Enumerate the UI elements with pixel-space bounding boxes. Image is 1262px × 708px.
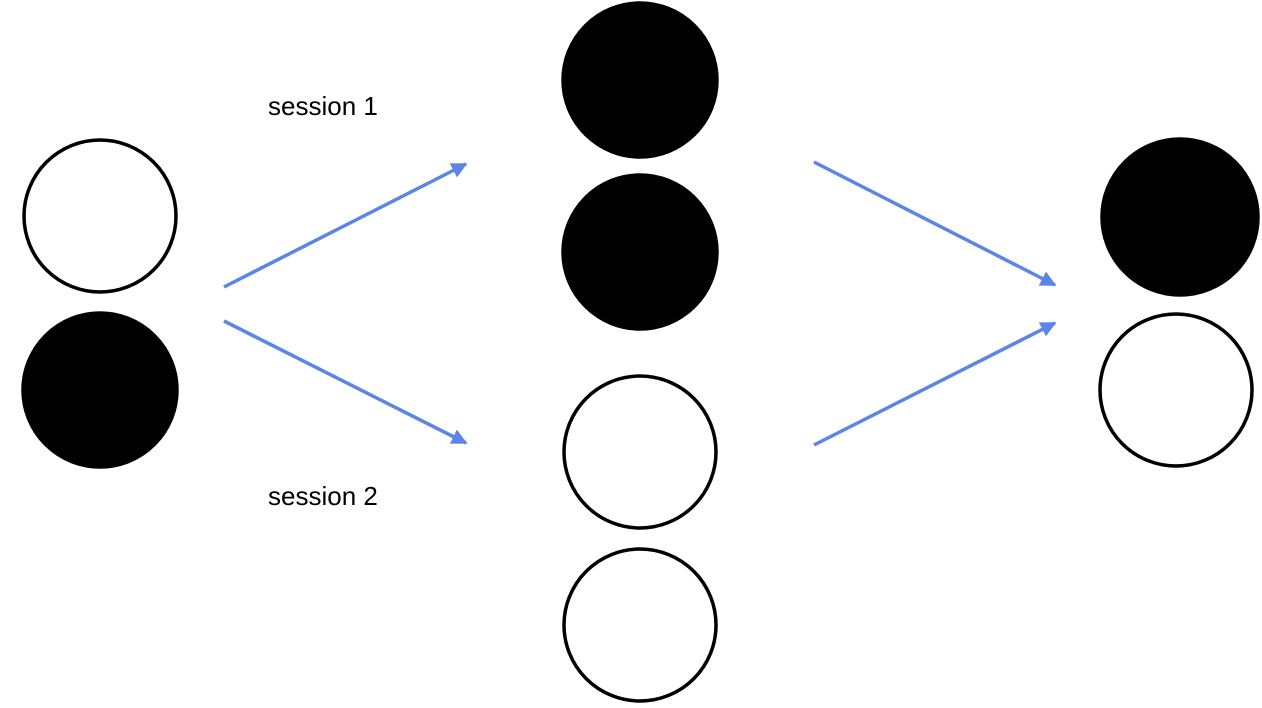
left-bottom-circle [21, 311, 179, 469]
middle-circle-2 [561, 173, 719, 331]
arrow-session-1-merge [813, 160, 1057, 287]
right-top-circle [1100, 137, 1260, 297]
session-2-label: session 2 [268, 481, 378, 511]
middle-circle-1 [561, 1, 719, 159]
right-bottom-circle [1098, 312, 1254, 468]
arrow-session-1-split [223, 162, 468, 289]
middle-circle-3 [562, 374, 718, 530]
middle-circle-4 [562, 547, 718, 703]
session-1-label: session 1 [268, 91, 378, 121]
arrow-session-2-merge [813, 321, 1057, 447]
left-top-circle [22, 138, 178, 294]
arrow-session-2-split [223, 319, 468, 445]
